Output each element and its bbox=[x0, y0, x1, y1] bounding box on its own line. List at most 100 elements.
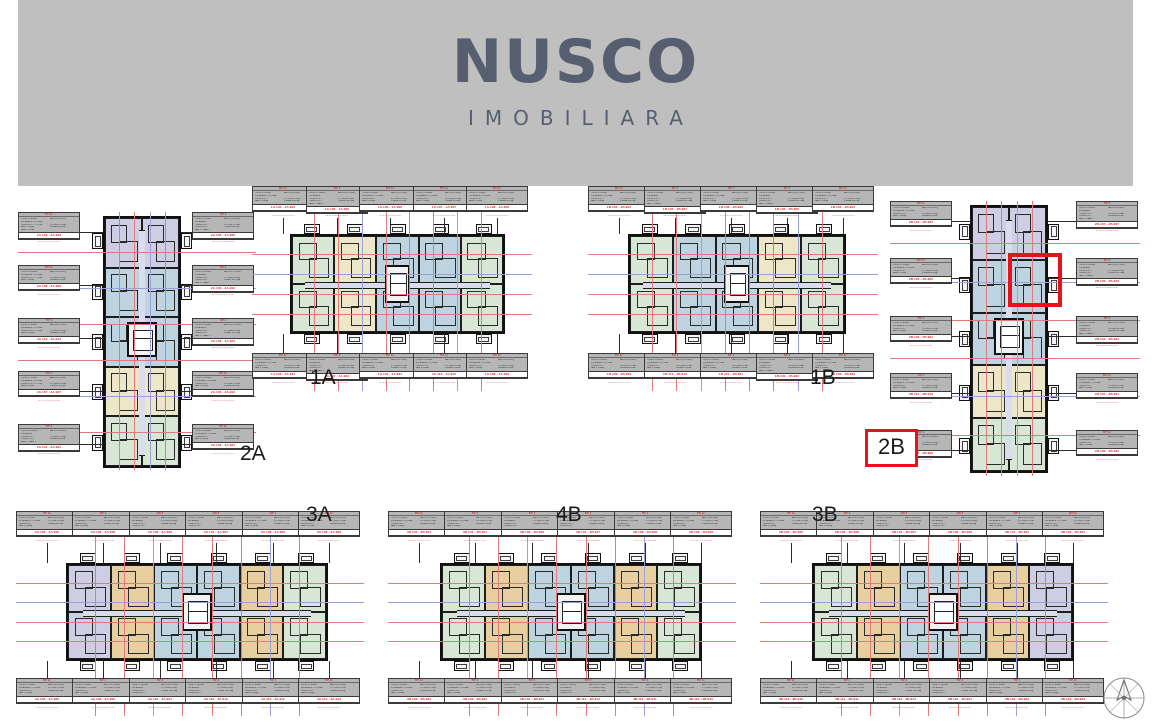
apartment-unit[interactable] bbox=[442, 565, 485, 612]
apartment-unit[interactable] bbox=[1009, 207, 1046, 260]
apartment-unit[interactable] bbox=[105, 416, 142, 466]
apartment-unit[interactable] bbox=[672, 236, 716, 284]
apartment-unit[interactable] bbox=[418, 284, 461, 332]
apartment-unit[interactable] bbox=[283, 565, 326, 612]
apartment-unit[interactable] bbox=[292, 236, 335, 284]
apartment-unit[interactable] bbox=[105, 218, 142, 268]
apartment-unit[interactable] bbox=[630, 236, 673, 284]
apartment-unit[interactable] bbox=[657, 565, 700, 612]
apartment-unit[interactable] bbox=[442, 612, 485, 659]
apartment-unit[interactable] bbox=[334, 236, 377, 284]
apartment-unit[interactable] bbox=[142, 366, 179, 417]
apartment-unit[interactable] bbox=[485, 612, 528, 659]
apartment-unit[interactable] bbox=[630, 284, 673, 332]
apartment-unit[interactable] bbox=[972, 259, 1009, 313]
apartment-unit[interactable] bbox=[111, 612, 154, 659]
apartment-unit[interactable] bbox=[614, 612, 657, 659]
apartment-unit[interactable] bbox=[142, 416, 179, 466]
apartment-unit[interactable] bbox=[485, 565, 528, 612]
apartment-unit[interactable] bbox=[1009, 365, 1046, 419]
apartment-unit[interactable] bbox=[857, 612, 900, 659]
apartment-unit[interactable] bbox=[614, 565, 657, 612]
apartment-unit[interactable] bbox=[972, 418, 1009, 471]
apartment-unit[interactable] bbox=[142, 218, 179, 268]
apartment-unit[interactable] bbox=[986, 612, 1029, 659]
apartment-unit[interactable] bbox=[1009, 418, 1046, 471]
apartment-unit[interactable] bbox=[857, 565, 900, 612]
apartment-unit[interactable] bbox=[283, 612, 326, 659]
apartment-unit[interactable] bbox=[758, 236, 802, 284]
apartment-unit[interactable] bbox=[418, 236, 461, 284]
apartment-unit[interactable] bbox=[240, 565, 283, 612]
apartment-unit[interactable] bbox=[814, 565, 857, 612]
apartment-unit[interactable] bbox=[334, 284, 377, 332]
apartment-unit[interactable] bbox=[111, 565, 154, 612]
apartment-unit[interactable] bbox=[758, 284, 802, 332]
apartment-unit[interactable] bbox=[972, 365, 1009, 419]
apartment-unit[interactable] bbox=[142, 267, 179, 318]
apartment-unit[interactable] bbox=[528, 565, 571, 612]
